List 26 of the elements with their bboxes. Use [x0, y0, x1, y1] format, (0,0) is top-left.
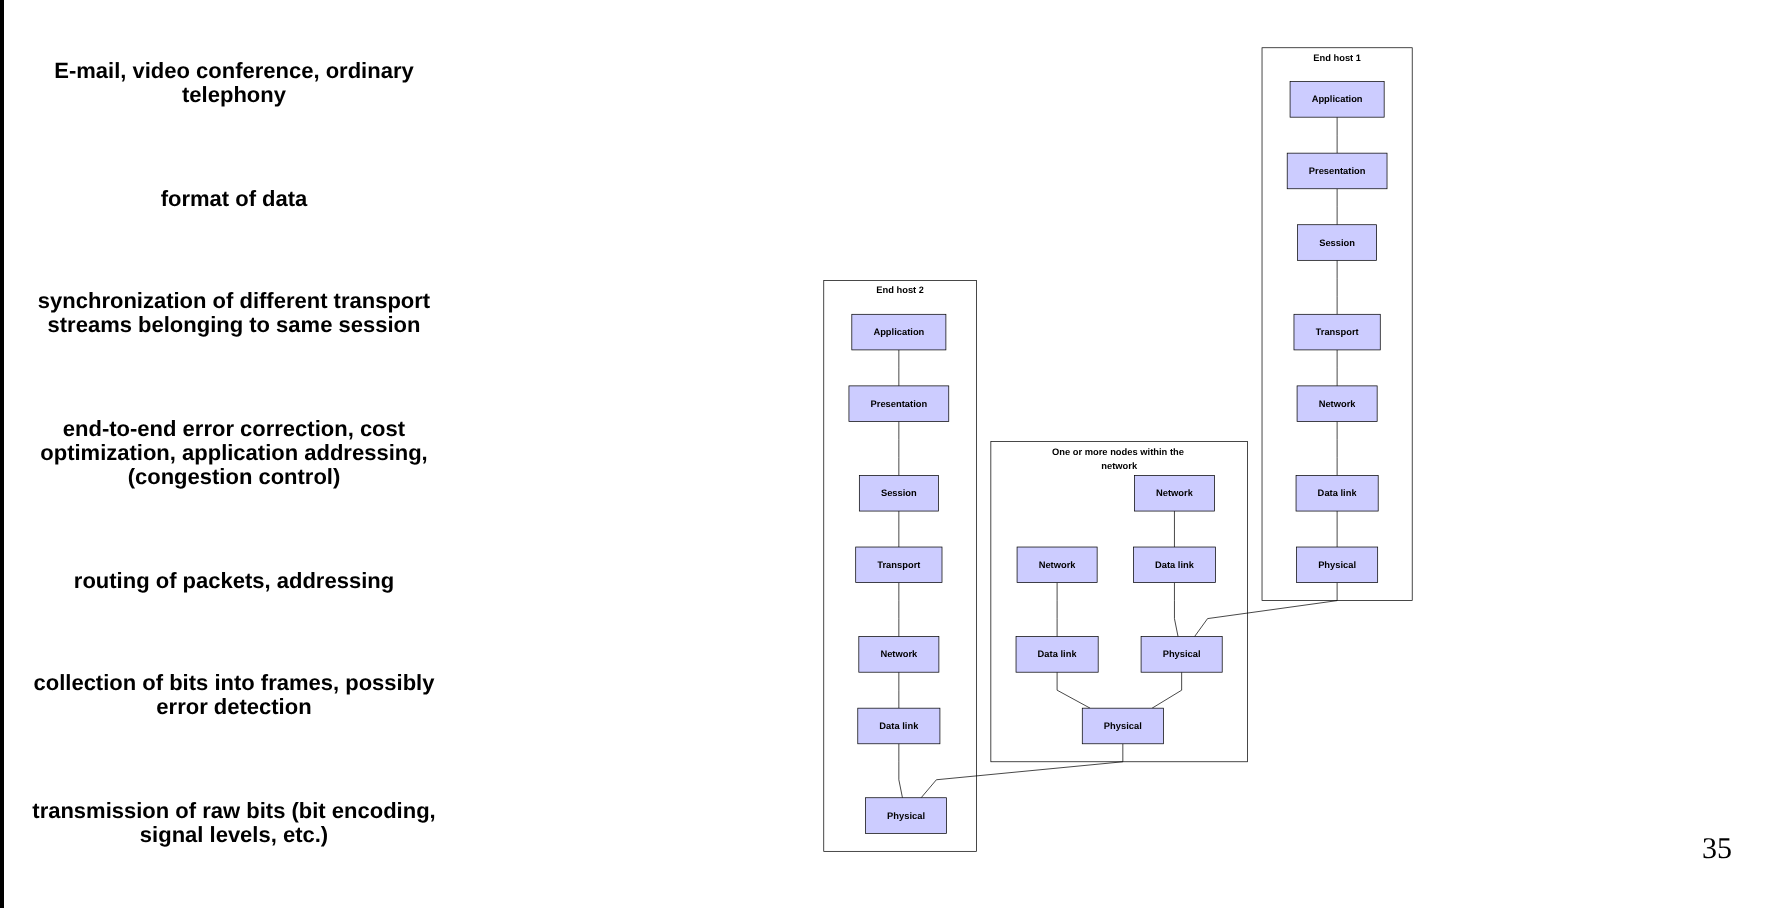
layer-description: E-mail, video conference, ordinary telephony — [52, 59, 416, 108]
layer-description: format of data — [158, 187, 310, 212]
layer-description: collection of bits into frames, possibly error detection — [31, 672, 437, 721]
connector — [898, 349, 900, 386]
connector — [1194, 581, 1338, 637]
connector — [898, 510, 900, 547]
layer-description: transmission of raw bits (bit encoding, signal levels, etc.) — [30, 800, 438, 849]
connector — [1174, 510, 1175, 547]
layer-description: synchronization of different transport streams belonging to same session — [35, 290, 433, 339]
page-number: 35 — [1702, 834, 1732, 868]
connector — [898, 581, 900, 637]
connector — [1336, 420, 1338, 476]
connector — [1336, 349, 1338, 386]
connector — [1336, 259, 1338, 315]
connector — [1174, 581, 1179, 637]
connector — [1056, 671, 1091, 708]
connector — [920, 742, 1124, 798]
connector — [1151, 671, 1182, 708]
connector — [898, 742, 903, 798]
connector — [1336, 187, 1338, 225]
connector — [898, 420, 900, 476]
layer-description: end-to-end error correction, cost optimization, application addressing, (congestion control) — [38, 417, 430, 490]
connector — [1056, 581, 1058, 637]
connector — [1336, 116, 1338, 153]
layer-description: routing of packets, addressing — [71, 569, 397, 594]
connector — [898, 671, 900, 708]
